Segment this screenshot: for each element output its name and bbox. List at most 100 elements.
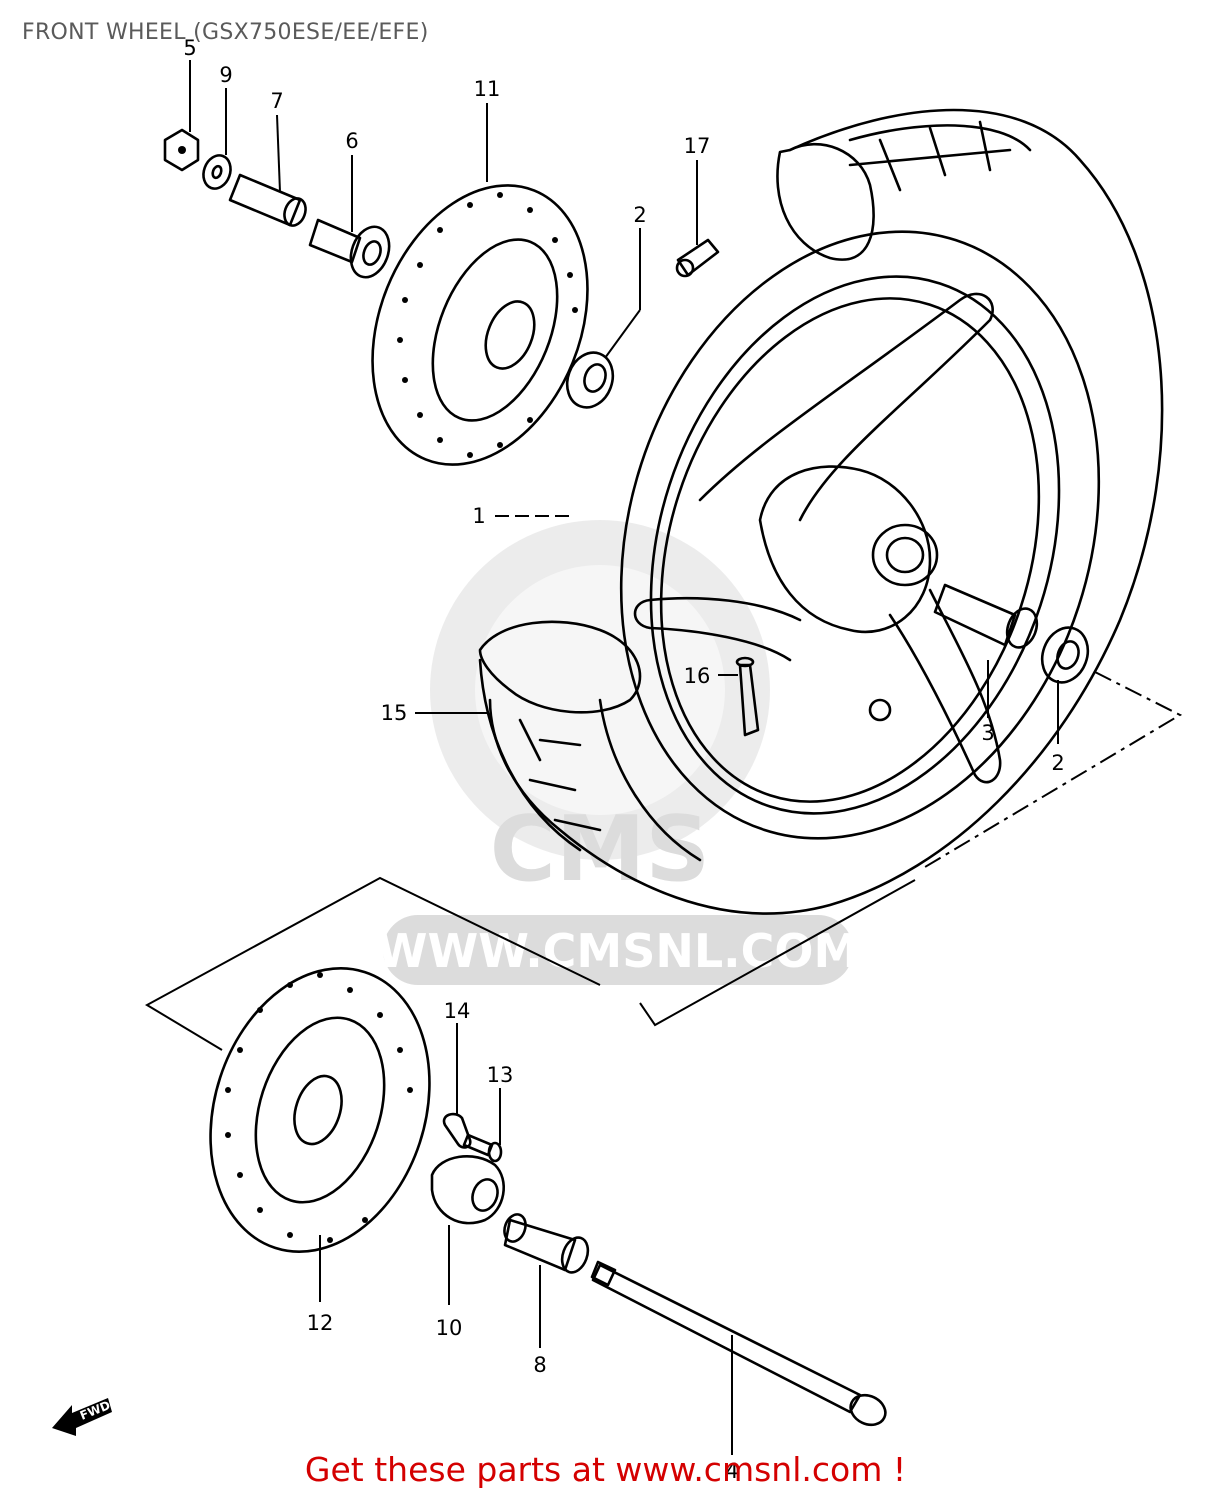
tire-tread-band [848,124,1032,152]
footer-link-text[interactable]: Get these parts at www.cmsnl.com ! [304,1450,907,1489]
tire-lower-side [478,658,702,862]
valve-cap-end [675,258,695,278]
wheel-hub-bolt [868,698,892,722]
bearing-left [565,351,615,409]
callout-tire: 15 [381,701,408,725]
wheel-rim-outer [619,230,1101,840]
callout-bolt: 13 [487,1063,514,1087]
collar8-front [503,1213,527,1243]
watermark-url-box [383,915,853,985]
disc2-outer [209,967,431,1253]
washer-body [202,154,232,190]
wheel-hub [758,465,932,634]
nut-body [163,128,200,172]
spacer-end [283,197,307,227]
tire-lower-tread [518,718,602,832]
callout-wheel: 1 [472,504,485,528]
nut-hole [178,146,186,154]
bearing-outer [565,351,615,409]
spacer-body [228,173,302,227]
valve-cap [675,238,720,278]
wheel-spoke-lower [633,596,802,662]
tire-tread-upper [776,142,875,261]
page-title: FRONT WHEEL (GSX750ESE/EE/EFE) [22,20,429,45]
bolt-head [487,1141,503,1163]
bolt-plate-body [442,1112,472,1149]
callout-brake-disc-right: 12 [307,1311,334,1335]
callout-bearing-left: 2 [633,203,646,227]
callout-gearbox: 10 [436,1316,463,1340]
axle-head [849,1393,887,1427]
callout-bearing-right: 2 [1051,751,1064,775]
gearbox-bore [471,1178,499,1212]
axle-thread [590,1260,617,1287]
callout-spacer-center: 3 [981,721,994,745]
callouts: 5 9 7 6 11 17 2 1 15 16 3 2 14 13 12 10 … [183,36,1064,1483]
axle-collar [503,1213,590,1274]
tire-tread-blocks [848,120,1012,192]
tire [478,108,1164,915]
callout-brake-disc-left: 11 [474,77,501,101]
tire-outer [488,108,1164,915]
bearing-r-inner [1056,640,1080,670]
wheel-rim-lip [659,297,1041,803]
wheel-rim-inner [649,275,1061,815]
tire-lower-cut [478,620,642,714]
wheel-hub-bore [871,523,939,587]
callout-axle: 4 [725,1459,738,1483]
tire-valve [735,656,760,737]
bolt-plate [442,1112,472,1149]
center-spacer [933,583,1039,649]
callout-valve-cap: 17 [684,134,711,158]
watermark-logo-text: CMS [490,797,710,902]
bolt [462,1133,503,1163]
wheel-spoke-right [888,588,1002,784]
watermark-url-text: WWW.CMSNL.COM [377,924,860,978]
lower-assembly-plane [144,876,601,1051]
wheel-spoke-upper [698,292,994,522]
collar8-body [503,1218,577,1272]
callout-collar: 6 [345,129,358,153]
callout-collar-axle: 8 [533,1353,546,1377]
callout-washer: 9 [219,63,232,87]
fwd-direction-arrow: FWD [52,1398,112,1436]
fwd-arrow-shape [52,1398,112,1436]
spacer-7 [228,173,307,227]
wheel [619,230,1101,840]
front-axle [590,1260,887,1427]
bearing-r-outer [1040,626,1090,684]
disc-drill-holes [397,192,578,458]
axle-shaft [591,1263,862,1414]
disc2-carrier [254,1016,386,1204]
speedo-gearbox [430,1154,505,1225]
gearbox-body [430,1154,505,1225]
upper-assembly-plane [919,671,1183,871]
collar-6 [308,218,391,279]
spacer3-end [1005,607,1039,649]
collar-hole [362,240,382,266]
callout-bolt-plate: 14 [444,999,471,1023]
spacer3-body [933,583,1017,647]
valve-top [735,656,755,668]
leader-lines [189,60,1059,1455]
nut-5 [163,128,200,172]
valve-cap-body [676,238,720,277]
collar-flange [349,225,391,279]
washer-hole [211,164,223,180]
disc2-drill-holes [225,972,413,1243]
disc-center-hole [484,300,536,370]
brake-disc-lower [209,967,431,1253]
collar8-end [560,1236,590,1274]
brake-disc-upper [371,184,589,466]
callout-nut: 5 [183,36,196,60]
callout-valve: 16 [684,664,711,688]
lower-assembly-plane-right [639,879,916,1027]
washer-9 [202,154,232,190]
disc2-center-hole [293,1074,343,1146]
bearing-right [1040,626,1090,684]
bearing-inner [583,363,607,393]
callout-spacer: 7 [270,89,283,113]
disc-outer [371,184,589,466]
